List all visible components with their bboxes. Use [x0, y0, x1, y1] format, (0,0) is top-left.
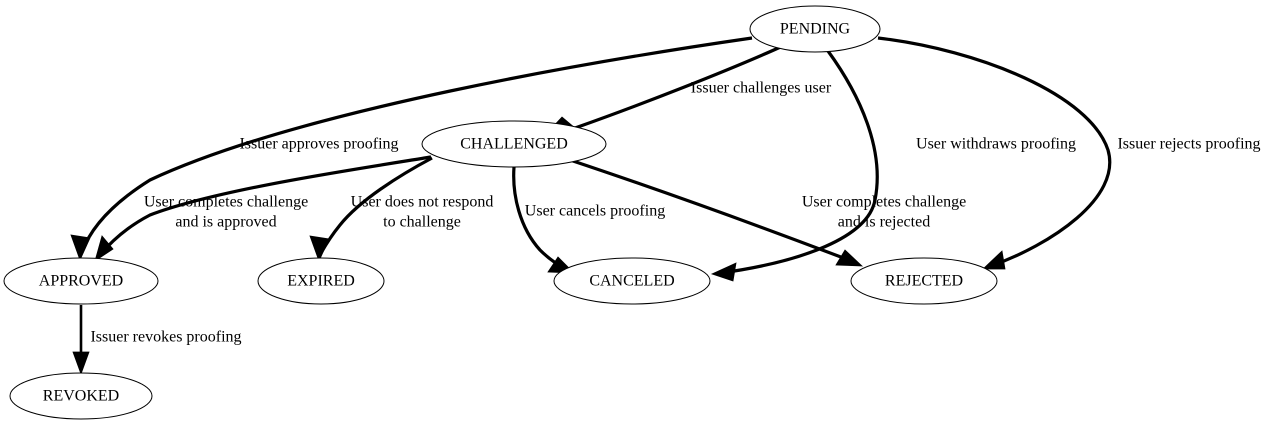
node-canceled[interactable]: CANCELED	[553, 257, 711, 305]
node-revoked-ellipse[interactable]	[9, 372, 153, 420]
node-canceled-ellipse[interactable]	[553, 257, 711, 305]
edge-label-challenged-approved-line2: and is approved	[175, 214, 276, 231]
edge-hit-pending-rejected[interactable]	[878, 38, 1110, 266]
node-expired[interactable]: EXPIRED	[257, 257, 385, 305]
node-pending-ellipse[interactable]	[749, 5, 881, 53]
edge-challenged-canceled[interactable]	[512, 166, 576, 274]
edge-hit-challenged-approved[interactable]	[100, 157, 431, 255]
arrowhead-challenged-approved	[94, 235, 114, 262]
node-rejected-ellipse[interactable]	[850, 257, 998, 305]
edge-hit-challenged-canceled[interactable]	[514, 167, 566, 269]
arrowhead-challenged-expired	[309, 235, 330, 263]
node-approved-ellipse[interactable]	[3, 257, 159, 305]
arrowhead-challenged-rejected	[835, 249, 864, 267]
edge-path-pending-approved	[80, 36, 753, 253]
node-expired-ellipse[interactable]	[257, 257, 385, 305]
node-pending[interactable]: PENDING	[749, 5, 881, 53]
arrowhead-pending-rejected	[981, 250, 1006, 270]
edges-layer	[70, 36, 1112, 376]
edge-label-challenged-canceled: User cancels proofing	[525, 203, 665, 220]
edge-path-pending-challenged	[574, 43, 786, 130]
edge-label-challenged-expired-line2: to challenge	[383, 214, 461, 231]
edge-approved-revoked[interactable]	[72, 305, 90, 376]
edge-path-challenged-approved	[98, 155, 432, 257]
node-rejected[interactable]: REJECTED	[850, 257, 998, 305]
edge-path-pending-rejected	[877, 36, 1112, 268]
node-challenged-ellipse[interactable]	[421, 120, 607, 168]
edge-pending-challenged[interactable]	[547, 43, 786, 132]
edge-challenged-rejected[interactable]	[569, 158, 864, 267]
edge-pending-rejected[interactable]	[877, 36, 1112, 270]
edge-challenged-approved[interactable]	[94, 155, 432, 262]
edge-challenged-expired[interactable]	[309, 156, 433, 263]
edge-path-pending-canceled	[720, 50, 879, 275]
edge-pending-approved[interactable]	[70, 36, 753, 262]
node-approved[interactable]: APPROVED	[3, 257, 159, 305]
arrowhead-pending-approved	[70, 234, 91, 262]
edge-path-challenged-rejected	[569, 158, 855, 264]
edge-label-challenged-rejected-line1: User completes challenge	[802, 194, 966, 211]
arrowhead-approved-revoked	[72, 351, 90, 376]
nodes-layer: PENDING CHALLENGED APPROVED EXPIRED CANC…	[3, 5, 998, 420]
node-revoked[interactable]: REVOKED	[9, 372, 153, 420]
edge-label-pending-rejected: Issuer rejects proofing	[1117, 136, 1260, 153]
edge-hit-challenged-rejected[interactable]	[570, 160, 854, 262]
arrowhead-pending-canceled	[710, 262, 737, 282]
edge-pending-canceled[interactable]	[710, 50, 879, 282]
edge-label-approved-revoked: Issuer revokes proofing	[90, 329, 241, 346]
edge-hit-pending-approved[interactable]	[82, 38, 752, 252]
edge-label-pending-canceled: User withdraws proofing	[916, 136, 1076, 153]
node-challenged[interactable]: CHALLENGED	[421, 120, 607, 168]
edge-label-challenged-rejected: User completes challenge and is rejected	[802, 194, 966, 231]
